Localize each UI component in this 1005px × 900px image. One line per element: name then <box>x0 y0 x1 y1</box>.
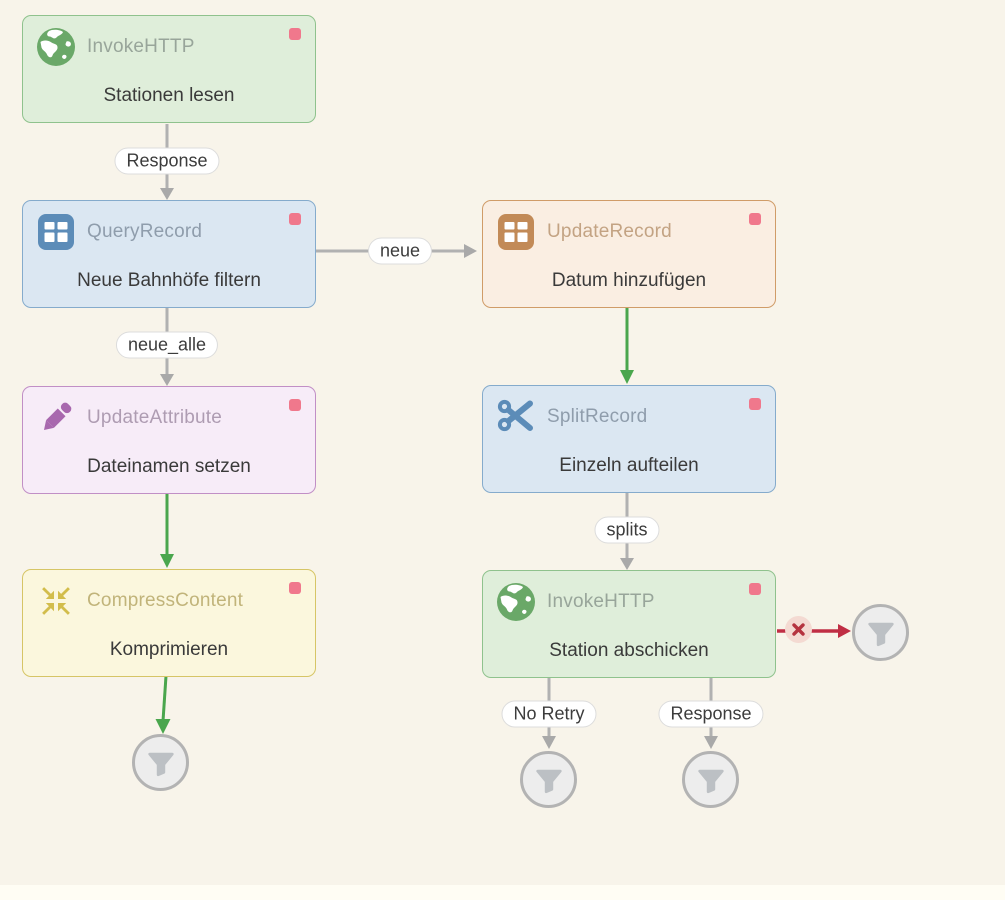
connection-label-neue-alle[interactable]: neue_alle <box>115 331 219 359</box>
funnel-terminated[interactable] <box>852 604 909 661</box>
edge-update-attribute-to-compress-content <box>160 493 174 568</box>
processor-type: UpdateRecord <box>547 221 672 242</box>
processor-label: Datum hinzufügen <box>551 270 707 291</box>
processor-node-einzeln-aufteilen[interactable]: SplitRecord Einzeln aufteilen <box>482 385 776 493</box>
status-badge <box>749 583 761 595</box>
funnel-icon <box>696 765 726 795</box>
processor-type: SplitRecord <box>547 406 648 427</box>
canvas-footer-strip <box>0 885 1005 900</box>
status-badge <box>289 28 301 40</box>
processor-node-station-abschicken[interactable]: InvokeHTTP Station abschicken <box>482 570 776 678</box>
processor-type: UpdateAttribute <box>87 407 223 428</box>
connection-label-no-retry[interactable]: No Retry <box>501 700 597 728</box>
status-badge <box>289 582 301 594</box>
pencil-icon <box>36 398 76 438</box>
funnel-response[interactable] <box>682 751 739 808</box>
processor-label: Komprimieren <box>109 639 229 660</box>
processor-label: Station abschicken <box>549 640 709 661</box>
processor-node-komprimieren[interactable]: CompressContent Komprimieren <box>22 569 316 677</box>
status-badge <box>749 398 761 410</box>
processor-type: InvokeHTTP <box>547 591 655 612</box>
table-icon <box>496 212 536 252</box>
processor-type: QueryRecord <box>87 221 203 242</box>
status-badge <box>289 213 301 225</box>
connection-label-splits[interactable]: splits <box>594 516 660 544</box>
compress-icon <box>36 581 76 621</box>
connection-label-neue[interactable]: neue <box>367 237 433 265</box>
status-badge <box>289 399 301 411</box>
funnel-no-retry[interactable] <box>520 751 577 808</box>
funnel-icon <box>866 618 896 648</box>
x-circle-icon <box>785 616 812 643</box>
edge-update-record-to-split-record <box>620 307 634 384</box>
processor-node-dateinamen-setzen[interactable]: UpdateAttribute Dateinamen setzen <box>22 386 316 494</box>
table-icon <box>36 212 76 252</box>
processor-node-stationen-lesen[interactable]: InvokeHTTP Stationen lesen <box>22 15 316 123</box>
funnel-icon <box>534 765 564 795</box>
status-badge <box>749 213 761 225</box>
processor-type: InvokeHTTP <box>87 36 195 57</box>
funnel-compress-output[interactable] <box>132 734 189 791</box>
connection-label-response-top[interactable]: Response <box>114 147 220 175</box>
globe-icon <box>496 582 536 622</box>
processor-label: Einzeln aufteilen <box>559 455 699 476</box>
processor-label: Neue Bahnhöfe filtern <box>77 270 261 291</box>
processor-type: CompressContent <box>87 590 244 611</box>
connection-label-response-bottom[interactable]: Response <box>658 700 764 728</box>
processor-node-datum-hinzufuegen[interactable]: UpdateRecord Datum hinzufügen <box>482 200 776 308</box>
globe-icon <box>36 27 76 67</box>
funnel-icon <box>146 748 176 778</box>
edge-compress-content-to-funnel <box>155 675 171 734</box>
processor-label: Stationen lesen <box>103 85 235 106</box>
scissors-icon <box>496 397 536 437</box>
processor-label: Dateinamen setzen <box>87 456 251 477</box>
processor-node-neue-bahnhoefe-filtern[interactable]: QueryRecord Neue Bahnhöfe filtern <box>22 200 316 308</box>
